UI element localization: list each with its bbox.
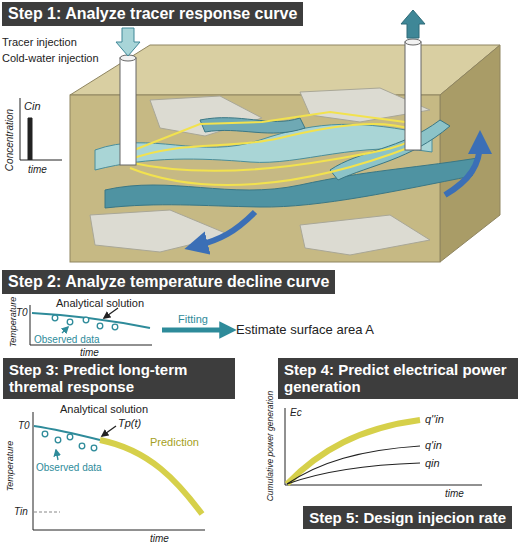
figure-label: Tp(t) [118,417,141,429]
reservoir-block [70,10,500,262]
figure-label: Ec [290,407,302,418]
figure-label: qin [425,457,440,469]
figure-label: Cold-water injection [2,52,99,64]
step-title: Step 5: Design injecion rate [309,509,506,526]
figure-label: T0 [18,420,30,431]
figure-label: time [28,164,47,175]
step-title: Step 4: Predict electrical power generat… [284,361,512,396]
figure-label: Analytical solution [60,403,148,415]
figure-label: Estimate surface area A [236,323,374,337]
step-header: Step 1: Analyze tracer response curve [2,2,303,26]
step-header: Step 2: Analyze temperature decline curv… [2,270,335,294]
figure-label: Analytical solution [56,297,144,309]
thermal-response-plot [33,412,205,530]
step-header: Step 5: Design injecion rate [303,506,512,529]
figure-label: Observed data [36,462,102,473]
figure-label: Cin [24,100,41,112]
figure-label: q''in [425,413,444,425]
figure-label: Temperature [6,441,16,492]
step-header: Step 4: Predict electrical power generat… [278,358,518,399]
figure-label: Prediction [150,436,199,448]
figure-label: q'in [425,439,442,451]
figure-label: Observed data [34,334,100,345]
figure-label: Cumulative power generation [266,391,275,502]
temperature-decline-plot [30,305,228,345]
figure-label: time [445,488,464,499]
figure-label: time [150,533,169,544]
step-title: Step 1: Analyze tracer response curve [8,5,297,23]
figure-label: Tracer injection [2,36,77,48]
step-title: Step 3: Predict long-term thremal respon… [9,361,229,396]
figure-label: Tin [14,506,28,517]
step-title: Step 2: Analyze temperature decline curv… [8,273,329,291]
figure-label: Fitting [178,313,208,325]
power-generation-plot [285,408,482,485]
figure-label: Concentration [4,109,15,171]
figure-label: Temperature [9,297,19,348]
step-header: Step 3: Predict long-term thremal respon… [3,358,235,399]
figure-label: time [80,347,99,358]
tracer-plot [20,98,62,160]
